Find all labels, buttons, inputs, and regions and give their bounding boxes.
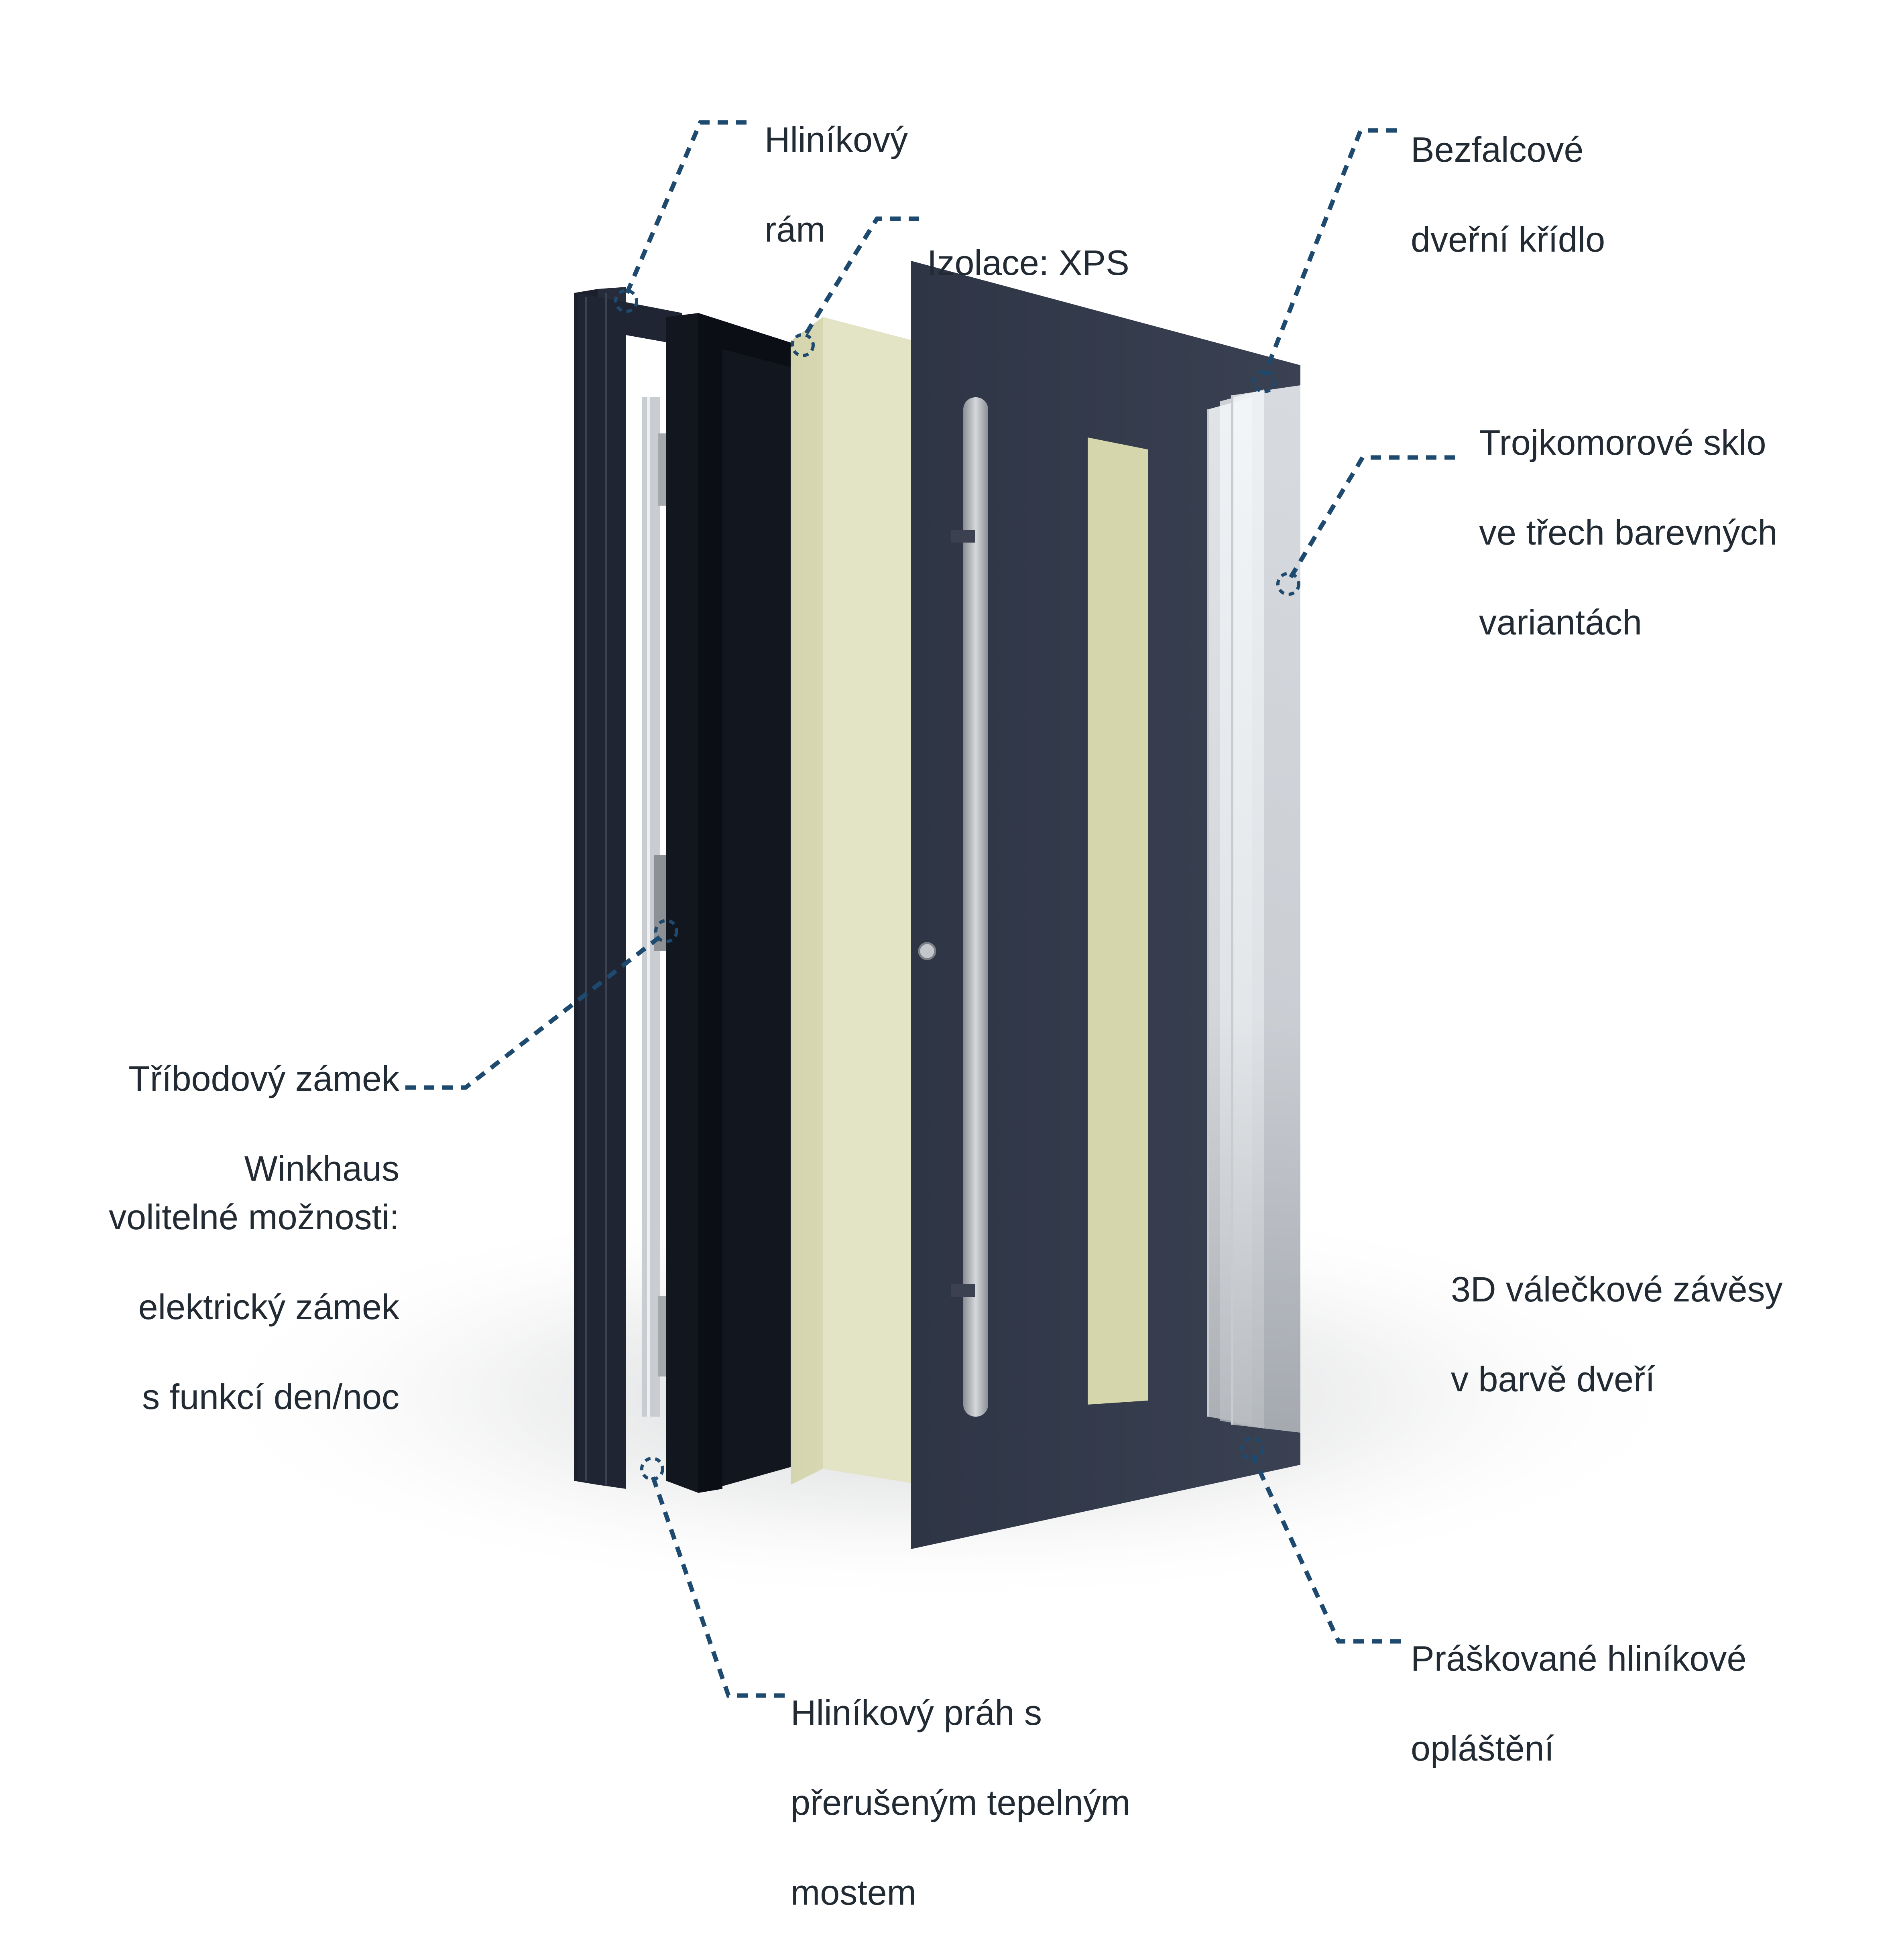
- marker-glass: [1276, 572, 1300, 596]
- triple-glass-panes: [1207, 385, 1300, 1433]
- leader-threshold: [650, 1474, 785, 1698]
- aluminium-frame: [574, 287, 682, 1489]
- marker-insulation: [791, 333, 815, 357]
- label-hinges: 3D válečkové závěsy v barvě dveří: [1451, 1269, 1783, 1399]
- door-glass-slot: [1088, 437, 1148, 1405]
- label-frame: Hliníkový rám: [765, 120, 908, 249]
- door-lock-cylinder: [918, 942, 936, 960]
- label-cladding: Práškované hliníkové opláštění: [1411, 1639, 1747, 1768]
- leader-cladding: [1250, 1454, 1401, 1644]
- marker-lock: [654, 919, 678, 943]
- label-glass: Trojkomorové sklo ve třech barevných var…: [1479, 423, 1778, 642]
- leader-glass: [1288, 455, 1455, 579]
- door-diagram: [185, 120, 1710, 1698]
- leader-insulation: [801, 216, 919, 340]
- marker-cladding: [1240, 1437, 1264, 1461]
- leader-sash: [1262, 128, 1397, 376]
- leader-lines: [405, 120, 1455, 1698]
- label-options: volitelné možnosti: elektrický zámek s f…: [109, 1197, 399, 1417]
- label-sash: Bezfalcové dveřní křídlo: [1411, 130, 1605, 259]
- bar-handle: [951, 397, 988, 1417]
- leader-lock: [405, 933, 664, 1090]
- label-lock: Tříbodový zámek Winkhaus: [128, 1059, 399, 1188]
- label-insulation: Izolace: XPS: [927, 243, 1129, 283]
- marker-frame: [614, 289, 638, 313]
- sash-profile: [666, 313, 799, 1493]
- marker-sash: [1252, 369, 1276, 393]
- leader-frame: [624, 120, 747, 296]
- marker-threshold: [640, 1457, 664, 1481]
- label-threshold: Hliníkový práh s přerušeným tepelným mos…: [791, 1693, 1131, 1912]
